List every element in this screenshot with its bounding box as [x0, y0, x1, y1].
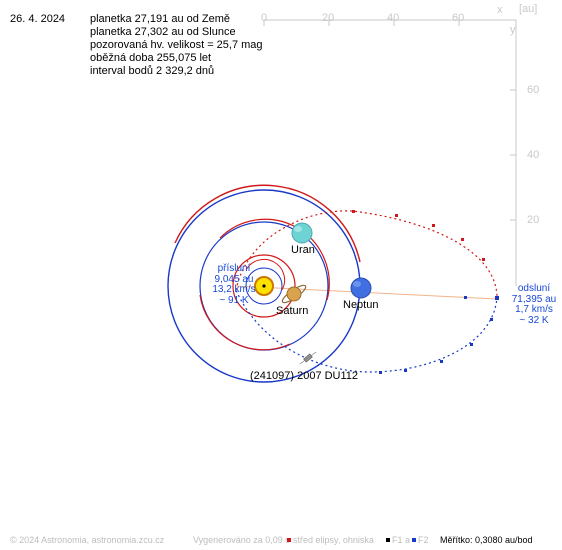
info-point-interval: interval bodů 2 329,2 dnů: [90, 65, 215, 77]
saturn-icon: [281, 284, 307, 304]
asteroid-position-markers-lower: [379, 296, 493, 374]
y-axis-letter: y: [510, 24, 516, 36]
date-label: 26. 4. 2024: [10, 13, 66, 25]
unit-label: [au]: [519, 3, 538, 15]
x-tick-20: 20: [322, 12, 335, 24]
x-tick-60: 60: [452, 12, 465, 24]
footer-legend-center: střed elipsy, ohniska: [293, 535, 374, 545]
asteroid-orbit-lower: [235, 289, 498, 373]
perihelion-distance: 9,045 au: [214, 273, 254, 285]
aphelion-speed: 1,7 km/s: [515, 304, 553, 315]
asteroid-orbit-upper: [235, 210, 498, 297]
footer-generated: Vygenerováno za 0,09 s: [193, 535, 290, 545]
neptune-highlight: [353, 281, 361, 287]
y-tick-60: 60: [527, 84, 540, 96]
perihelion-temp: ~ 91 K: [219, 294, 249, 306]
aphelion-temp: ~ 32 K: [519, 314, 549, 326]
saturn-label: Saturn: [276, 305, 309, 317]
uranus-label: Uran: [291, 244, 315, 256]
aphelion-annotation: odsluní 71,395 au 1,7 km/s ~ 32 K: [506, 283, 562, 326]
neptune-label: Neptun: [343, 299, 379, 311]
perihelion-annotation: přísluní 9,045 au 13,2 km/s ~ 91 K: [210, 263, 258, 306]
jupiter-orbit: [245, 267, 283, 305]
perihelion-speed: 13,2 km/s: [212, 284, 256, 295]
legend-f2-square: [412, 538, 416, 542]
perihelion-title: přísluní: [217, 263, 251, 274]
sun-focus-dot: [262, 284, 266, 288]
footer-copyright: © 2024 Astronomia, astronomia.zcu.cz: [10, 535, 165, 545]
orbit-canvas: [167, 19, 517, 383]
aphelion-distance: 71,395 au: [511, 293, 557, 305]
footer-legend-f1: F1 a: [392, 535, 411, 545]
x-axis-letter: x: [497, 4, 503, 16]
info-earth-distance: planetka 27,191 au od Země: [90, 13, 231, 25]
uranus-icon: [291, 222, 313, 244]
aphelion-marker: [495, 296, 499, 300]
legend-f1-square: [386, 538, 390, 542]
aphelion-title: odsluní: [517, 283, 551, 294]
legend-center-square: [287, 538, 291, 542]
asteroid-position-markers-upper: [352, 210, 485, 261]
y-tick-20: 20: [527, 214, 540, 226]
x-tick-40: 40: [387, 12, 400, 24]
info-sun-distance: planetka 27,302 au od Slunce: [90, 26, 236, 38]
footer-scale: Měřítko: 0,3080 au/bod: [440, 535, 533, 545]
uranus-orbit-lower-arc: [199, 294, 291, 351]
asteroid-icon: [299, 351, 317, 365]
y-tick-40: 40: [527, 149, 540, 161]
footer-legend-f2: F2: [418, 535, 429, 545]
asteroid-label: (241097) 2007 DU112: [250, 370, 359, 382]
info-magnitude: pozorovaná hv. velikost = 25,7 mag: [90, 39, 263, 51]
uranus-highlight: [294, 226, 302, 232]
info-orbital-period: oběžná doba 255,075 let: [90, 52, 212, 64]
neptune-orbit-upper-arc: [174, 184, 361, 263]
jupiter-orbit-upper-arc: [245, 258, 286, 291]
neptune-icon: [350, 277, 372, 299]
saturn-orbit: [232, 254, 296, 318]
x-tick-0: 0: [261, 12, 268, 24]
orbit-diagram: 26. 4. 2024 planetka 27,191 au od Země p…: [10, 3, 556, 545]
